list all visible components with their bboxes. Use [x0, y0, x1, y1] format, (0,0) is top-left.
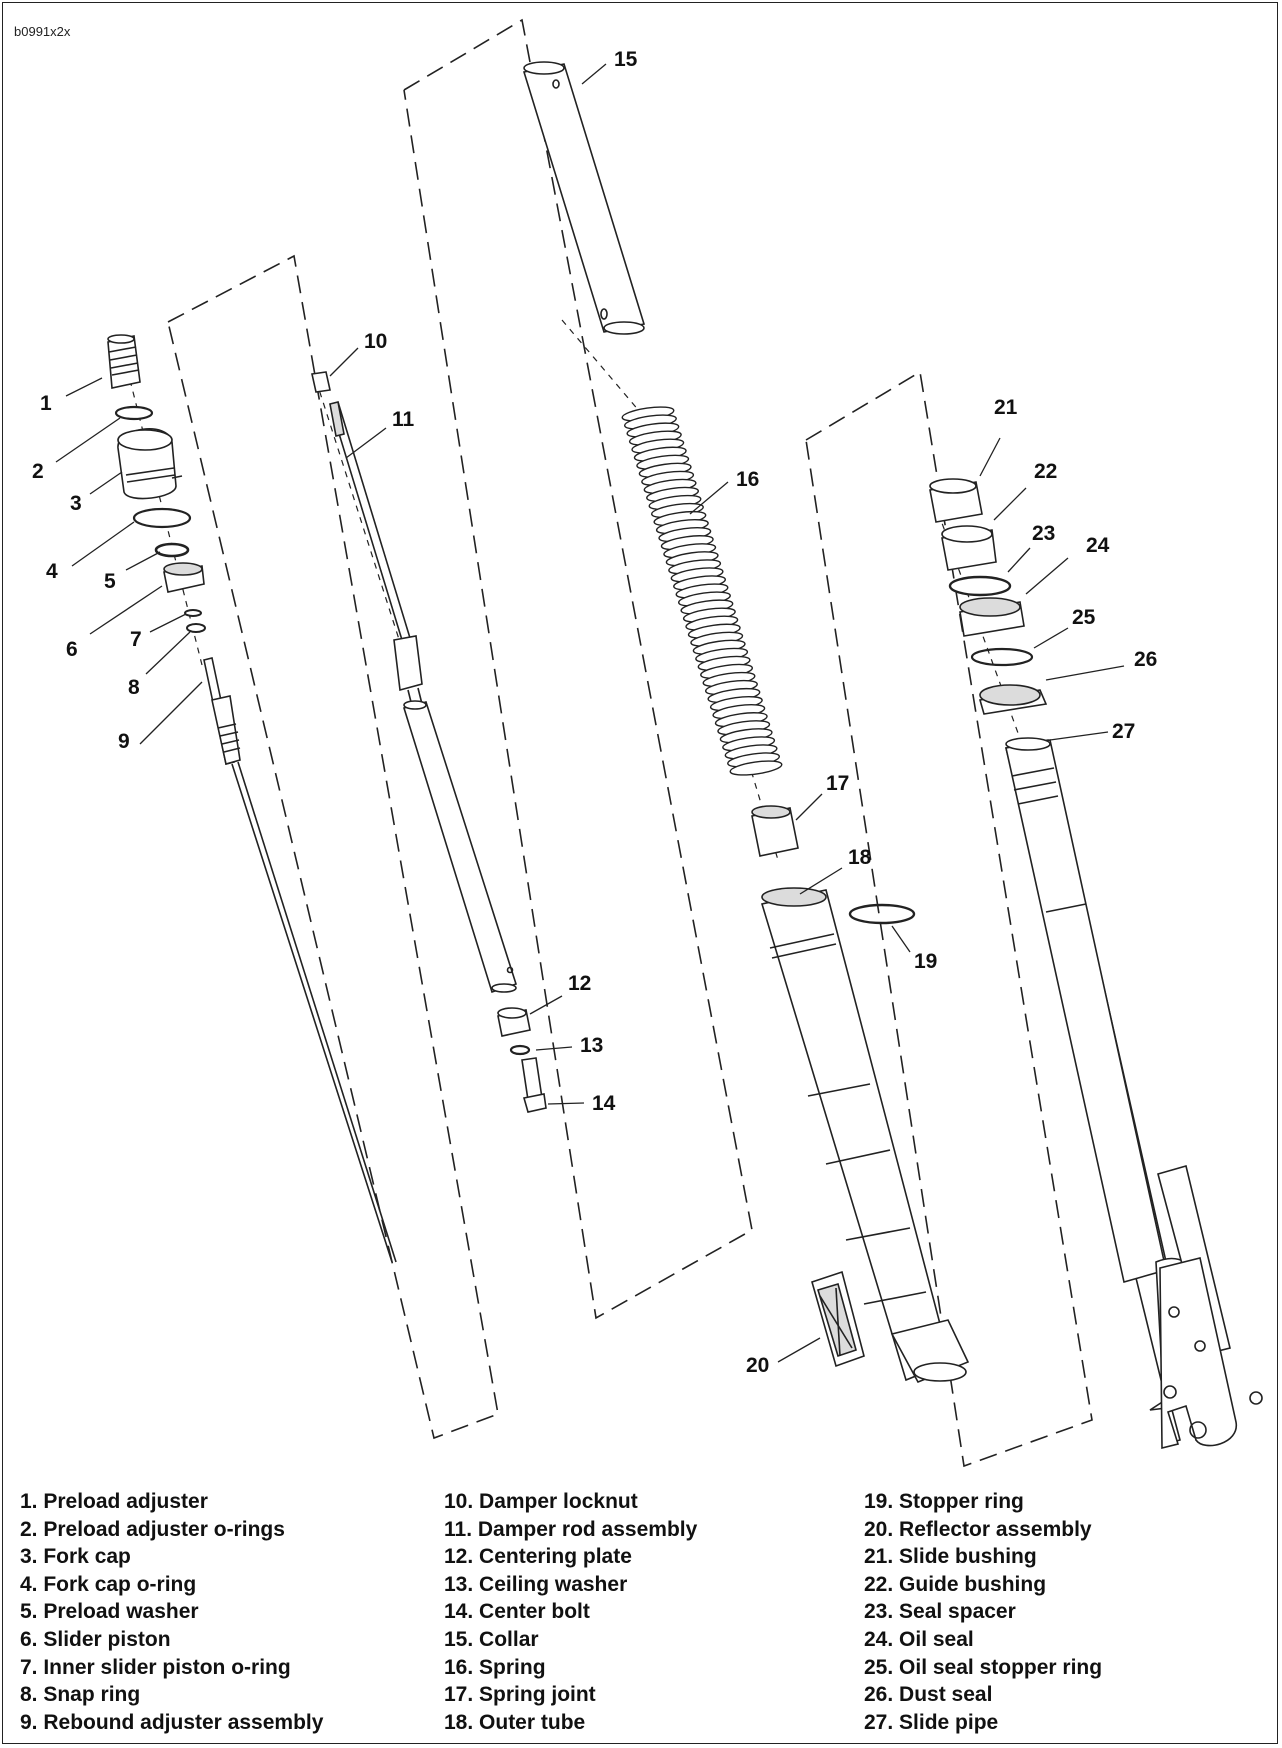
legend-item: 2. Preload adjuster o-rings [20, 1517, 285, 1541]
dashed-group-box-center [403, 18, 753, 1320]
dashed-group-box-left [167, 254, 499, 1440]
callout-22: 22 [1034, 460, 1057, 483]
legend-item: 21. Slide bushing [864, 1545, 1037, 1569]
legend-item: 26. Dust seal [864, 1683, 993, 1707]
part-13-ceiling-washer [509, 1044, 531, 1056]
legend-item: 4. Fork cap o-ring [20, 1572, 197, 1596]
callout-9: 9 [118, 730, 130, 753]
legend-item: 15. Collar [444, 1627, 539, 1651]
part-7-inner-o-ring [184, 609, 202, 617]
legend-item: 9. Rebound adjuster assembly [20, 1710, 324, 1734]
legend-item: 12. Centering plate [444, 1545, 632, 1569]
part-24-oil-seal [959, 597, 1025, 637]
legend-item: 24. Oil seal [864, 1627, 974, 1651]
legend-item: 20. Reflector assembly [864, 1517, 1092, 1541]
callout-27: 27 [1112, 720, 1135, 743]
part-21-slide-bushing [929, 478, 983, 523]
legend-item: 8. Snap ring [20, 1683, 141, 1707]
spring-coil [729, 760, 783, 776]
callout-5: 5 [104, 570, 116, 593]
part-19-stopper-ring [848, 903, 916, 925]
callout-19: 19 [914, 950, 937, 973]
legend-item: 11. Damper rod assembly [444, 1517, 698, 1541]
part-27-slide-pipe [1005, 737, 1263, 1450]
part-17-spring-joint [751, 805, 799, 857]
callout-16: 16 [736, 468, 759, 491]
callout-10: 10 [364, 330, 387, 353]
callout-2: 2 [32, 460, 44, 483]
callout-21: 21 [994, 396, 1018, 419]
legend-column-3: 19. Stopper ring 20. Reflector assembly … [864, 1488, 1102, 1736]
callout-8: 8 [128, 676, 140, 699]
leader-lines [55, 63, 1125, 1363]
callout-20: 20 [746, 1354, 769, 1377]
legend-item: 5. Preload washer [20, 1600, 199, 1624]
figure-id: b0991x2x [14, 24, 71, 39]
callout-14: 14 [592, 1092, 616, 1115]
legend-column-2: 10. Damper locknut 11. Damper rod assemb… [444, 1488, 697, 1736]
legend-item: 3. Fork cap [20, 1545, 131, 1569]
part-18-outer-tube [760, 887, 970, 1384]
exploded-fork-diagram: 1 2 3 4 5 6 7 8 9 10 11 12 13 14 15 16 1… [32, 18, 1263, 1468]
parts-legend: 1. Preload adjuster 2. Preload adjuster … [0, 1488, 1282, 1738]
legend-item: 17. Spring joint [444, 1683, 596, 1707]
part-26-dust-seal [978, 684, 1048, 715]
callout-24: 24 [1086, 534, 1110, 557]
callout-1: 1 [40, 392, 52, 415]
callout-23: 23 [1032, 522, 1055, 545]
part-10-damper-locknut [311, 371, 331, 393]
callout-17: 17 [826, 772, 849, 795]
callout-3: 3 [70, 492, 82, 515]
part-22-guide-bushing [941, 525, 997, 571]
part-20-reflector [811, 1270, 865, 1368]
legend-item: 27. Slide pipe [864, 1710, 999, 1734]
legend-item: 16. Spring [444, 1655, 546, 1679]
part-12-centering-plate [497, 1007, 531, 1037]
callout-26: 26 [1134, 648, 1157, 671]
part-4-fork-cap-o-ring [132, 507, 192, 529]
callout-12: 12 [568, 972, 591, 995]
axis-lines [129, 319, 1023, 861]
part-15-collar [522, 61, 646, 335]
part-8-snap-ring [186, 623, 206, 633]
part-6-slider-piston [163, 562, 205, 593]
legend-item: 14. Center bolt [444, 1600, 590, 1624]
part-23-seal-spacer [948, 575, 1012, 597]
callout-11: 11 [392, 408, 415, 431]
callout-15: 15 [614, 48, 638, 71]
part-16-spring [621, 406, 783, 776]
legend-item: 13. Ceiling washer [444, 1572, 628, 1596]
part-3-fork-cap [117, 428, 183, 500]
dashed-group-box-right [805, 370, 1093, 1468]
legend-item: 25. Oil seal stopper ring [864, 1655, 1103, 1679]
callout-18: 18 [848, 846, 872, 869]
part-25-oil-seal-stopper-ring [970, 647, 1034, 667]
part-1-preload-adjuster [107, 334, 141, 389]
callout-13: 13 [580, 1034, 603, 1057]
legend-item: 10. Damper locknut [444, 1490, 638, 1513]
part-2-o-ring [114, 405, 154, 421]
legend-column-1: 1. Preload adjuster 2. Preload adjuster … [20, 1488, 323, 1736]
part-5-preload-washer [154, 542, 190, 558]
legend-item: 22. Guide bushing [864, 1572, 1047, 1596]
callout-4: 4 [46, 560, 58, 583]
legend-item: 19. Stopper ring [864, 1490, 1024, 1513]
part-11-damper-rod [329, 401, 518, 994]
legend-item: 23. Seal spacer [864, 1600, 1016, 1624]
legend-item: 1. Preload adjuster [20, 1490, 208, 1513]
part-9-rebound-adjuster [203, 657, 397, 1263]
callout-25: 25 [1072, 606, 1096, 629]
legend-item: 7. Inner slider piston o-ring [20, 1655, 291, 1679]
part-14-center-bolt [521, 1057, 547, 1113]
callout-6: 6 [66, 638, 78, 661]
legend-item: 18. Outer tube [444, 1710, 586, 1734]
legend-item: 6. Slider piston [20, 1627, 171, 1651]
callout-7: 7 [130, 628, 142, 651]
callout-numbers: 1 2 3 4 5 6 7 8 9 10 11 12 13 14 15 16 1… [32, 48, 1157, 1377]
